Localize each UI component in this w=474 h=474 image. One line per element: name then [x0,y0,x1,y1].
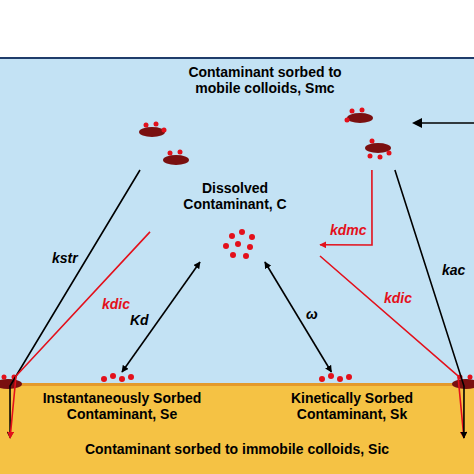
rate-label: ω [304,306,320,322]
ground-region [0,384,474,474]
inflow-arrowhead [412,118,422,128]
sorbed-contaminant-dots [144,108,392,160]
rate-label: kdmc [328,222,369,238]
water-region [0,58,474,384]
contaminant-pool: Contaminant sorbed to immobile colloids,… [4,438,470,462]
water-surface [0,57,474,59]
pool-label: Contaminant sorbed to mobile colloids, S… [165,64,365,96]
rate-label: kac [440,262,467,278]
rate-label: kdic [382,290,414,306]
inflow-arrow [416,122,474,124]
ground-surface [0,383,474,386]
rate-label: kstr [50,250,80,266]
pool-label: Dissolved Contaminant, C [170,180,300,212]
pool-label: Instantaneously Sorbed Contaminant, Se [28,390,216,422]
contaminant-pool: Dissolved Contaminant, C [150,176,320,262]
surface-sorbed-dots [101,373,352,382]
immobile-colloids [0,375,474,390]
dissolved-dots [223,229,255,259]
transfer-arrow [320,170,372,245]
mobile-colloids [139,113,391,165]
pool-label: Contaminant sorbed to immobile colloids,… [17,441,457,457]
rate-label: Kd [128,312,151,328]
contaminant-pool: Instantaneously Sorbed Contaminant, Se [24,372,220,428]
rate-label: kdic [100,296,132,312]
contaminant-pool: Kinetically Sorbed Contaminant, Sk [254,372,450,428]
transfer-arrow [122,262,200,372]
pool-label: Kinetically Sorbed Contaminant, Sk [258,390,446,422]
sky-band [0,0,474,58]
transfer-arrow [265,262,332,372]
contaminant-pool: Contaminant sorbed to mobile colloids, S… [130,62,400,170]
